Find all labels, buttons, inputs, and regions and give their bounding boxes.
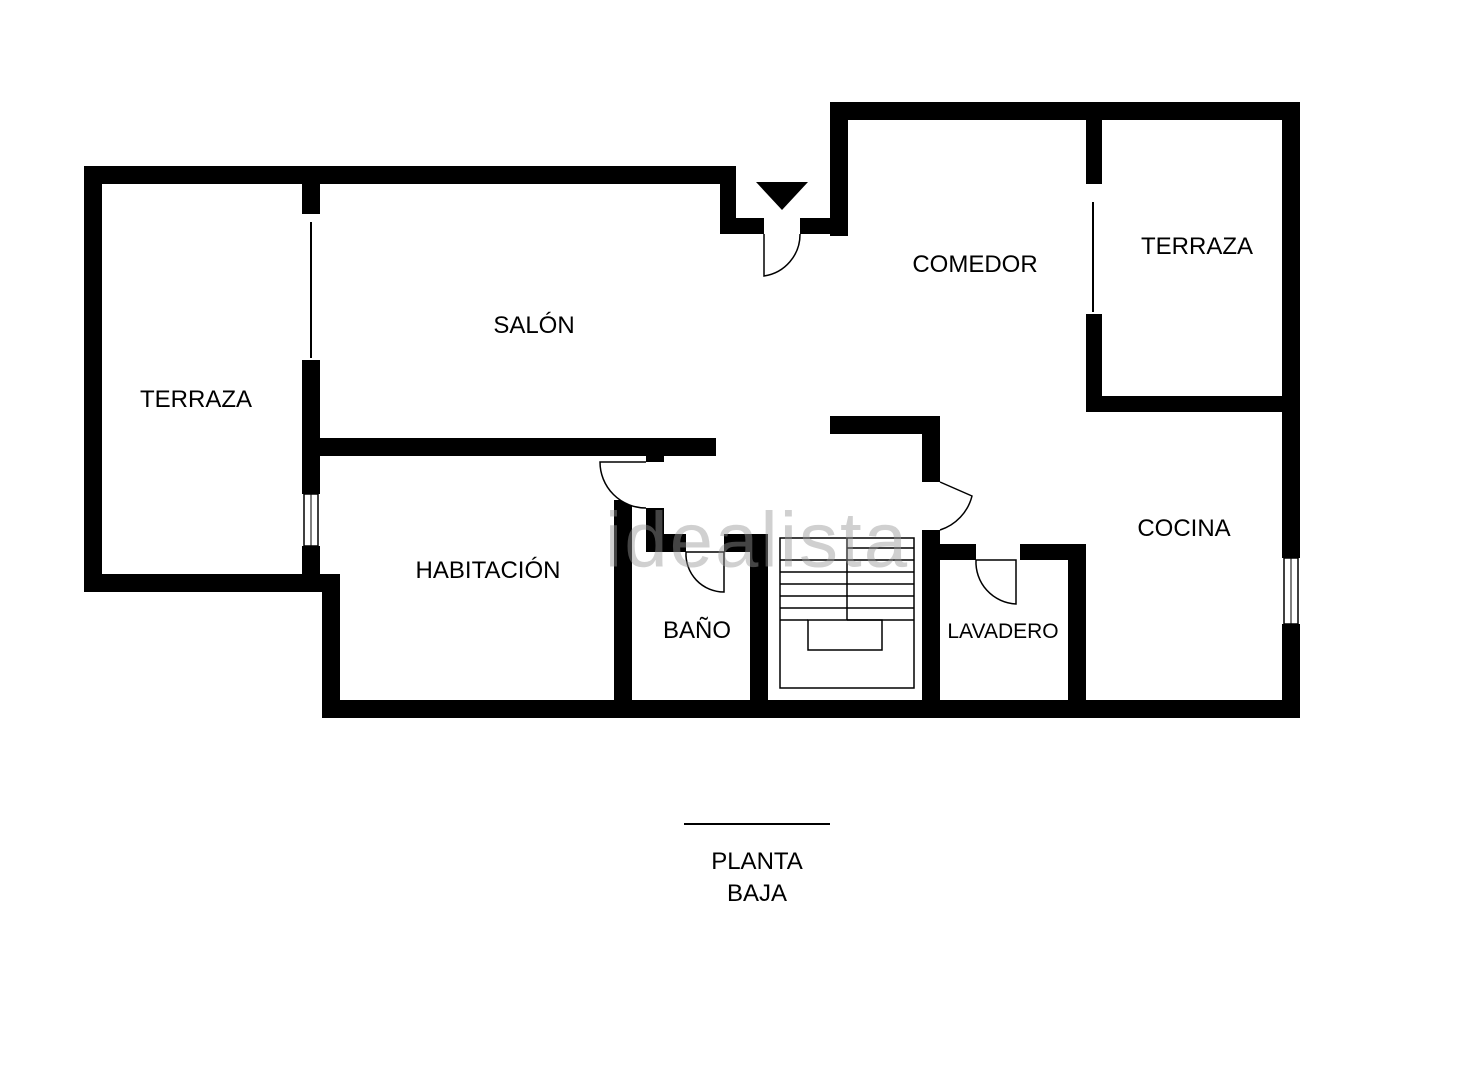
interior-walls xyxy=(302,102,1300,716)
room-label-terraza-right: TERRAZA xyxy=(1140,233,1254,260)
doors xyxy=(599,233,1017,605)
room-label-bano: BAÑO xyxy=(662,617,732,644)
room-label-habitacion: HABITACIÓN xyxy=(415,557,561,584)
room-label-comedor: COMEDOR xyxy=(912,251,1038,278)
room-label-terraza-left: TERRAZA xyxy=(139,386,253,413)
entrance-marker xyxy=(756,182,808,210)
room-label-cocina: COCINA xyxy=(1137,515,1231,542)
plan-caption: PLANTA BAJA xyxy=(711,846,803,910)
windows xyxy=(303,202,1299,625)
caption-line-1: PLANTA xyxy=(711,848,803,875)
stairs xyxy=(779,537,915,689)
outer-walls xyxy=(84,102,1300,718)
watermark: idealista xyxy=(604,495,910,584)
room-label-lavadero: LAVADERO xyxy=(947,620,1059,643)
room-label-salon: SALÓN xyxy=(493,312,575,339)
caption-line-2: BAJA xyxy=(726,880,788,907)
